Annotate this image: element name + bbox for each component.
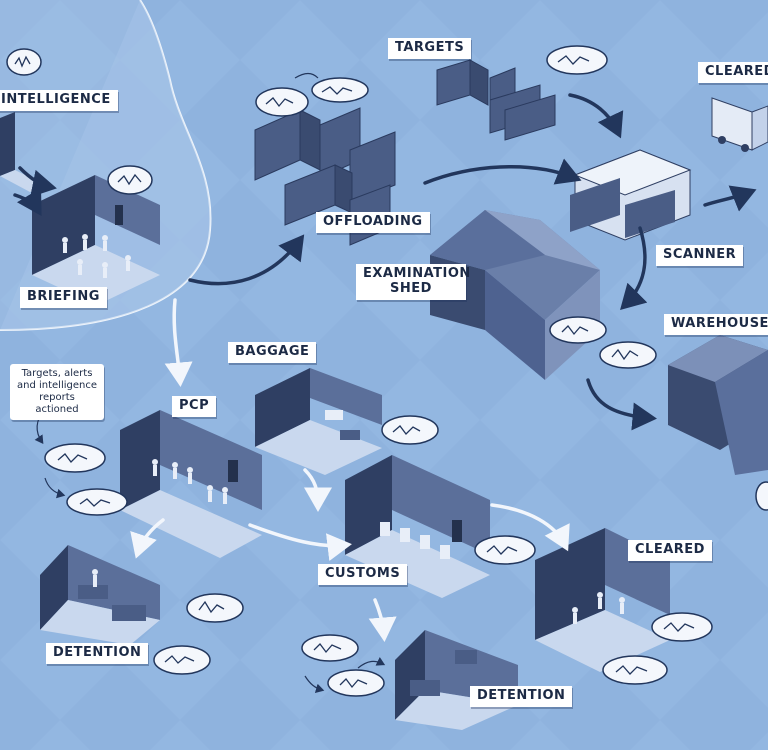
label-intelligence: INTELLIGENCE — [0, 90, 118, 111]
thin-pointer-arrows — [34, 72, 386, 693]
bubble-scribbles — [14, 55, 695, 689]
label-customs: CUSTOMS — [318, 564, 408, 585]
light-arrows — [130, 298, 570, 642]
cleared-truck — [711, 97, 768, 152]
scanner — [570, 149, 692, 241]
label-detention-left: DETENTION — [46, 643, 149, 664]
label-examination-shed: EXAMINATION SHED — [356, 264, 470, 300]
briefing-room — [32, 175, 160, 305]
label-offloading: OFFLOADING — [316, 212, 430, 233]
pcp-room — [120, 410, 262, 558]
arrow-icon — [13, 93, 757, 431]
cleared-room — [535, 528, 670, 672]
note-targets-actioned: Targets, alerts and intelligence reports… — [10, 364, 104, 420]
baggage-room — [255, 368, 382, 475]
label-baggage: BAGGAGE — [228, 342, 317, 363]
label-briefing: BRIEFING — [20, 287, 107, 308]
label-cleared-top: CLEARED — [698, 62, 768, 83]
targets-containers — [436, 59, 556, 141]
label-warehouse: WAREHOUSE — [664, 314, 768, 335]
label-cleared-right: CLEARED — [628, 540, 712, 561]
label-pcp: PCP — [172, 396, 217, 417]
label-scanner: SCANNER — [656, 245, 744, 266]
offloading-containers — [254, 107, 396, 246]
customs-room — [345, 455, 490, 598]
warehouse — [668, 335, 768, 475]
label-targets: TARGETS — [388, 38, 472, 59]
detention-room-left — [40, 545, 160, 645]
label-detention-bottom: DETENTION — [470, 686, 573, 707]
